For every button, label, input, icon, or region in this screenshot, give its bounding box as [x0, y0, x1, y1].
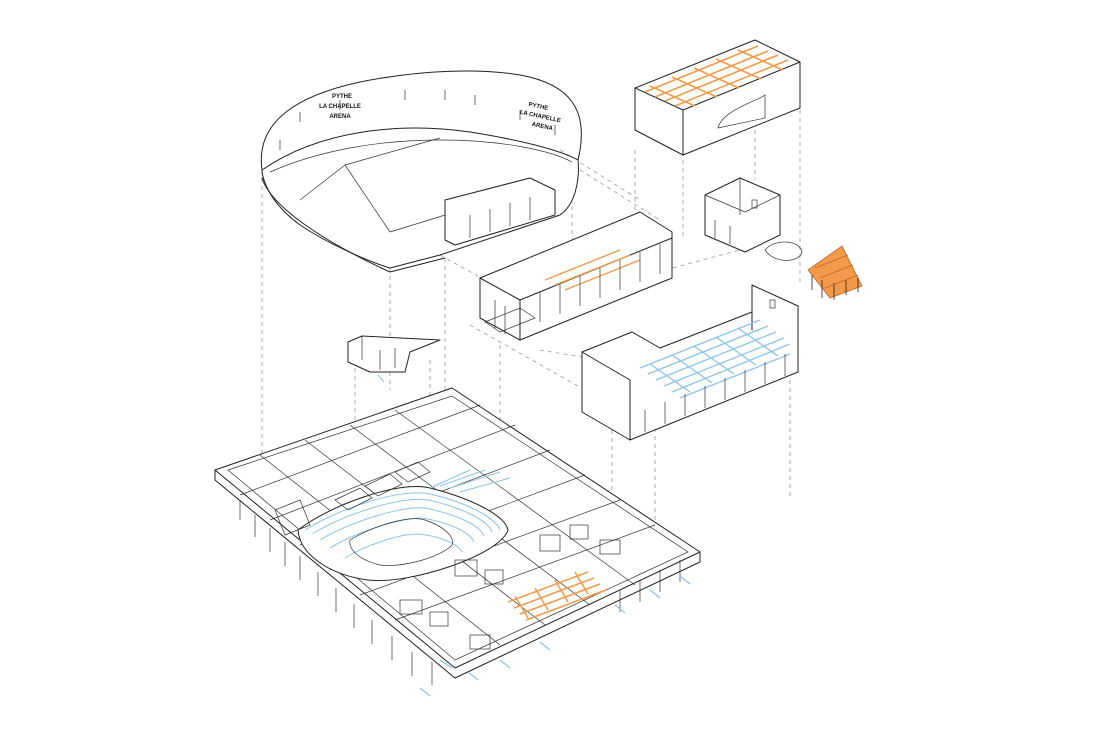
balcony-piece — [347, 335, 441, 383]
tribune-module — [581, 284, 799, 441]
timber-stair-element — [807, 245, 863, 300]
roof-timber-grid — [644, 45, 789, 107]
signage-left-line1: PYTHE — [332, 94, 352, 100]
signage-right-line3: ARENA — [531, 122, 554, 132]
base-timber-section — [507, 571, 607, 621]
signage-right-line1: PYTHE — [528, 102, 549, 112]
tribune-blue-seating — [639, 319, 791, 399]
small-annex-block — [704, 177, 803, 261]
signage-right-line2: LA CHAPELLE — [519, 110, 561, 125]
arena-envelope-shell: PYTHE LA CHAPELLE ARENA PYTHE LA CHAPELL… — [260, 70, 582, 273]
roof-box-volume — [634, 39, 801, 156]
bowl-blue-seating — [304, 469, 511, 559]
arena-base-structure — [214, 387, 701, 697]
middle-wing-module — [479, 211, 673, 341]
signage-left-line2: LA CHAPELLE — [319, 104, 361, 110]
signage-left-line3: ARENA — [329, 114, 351, 120]
